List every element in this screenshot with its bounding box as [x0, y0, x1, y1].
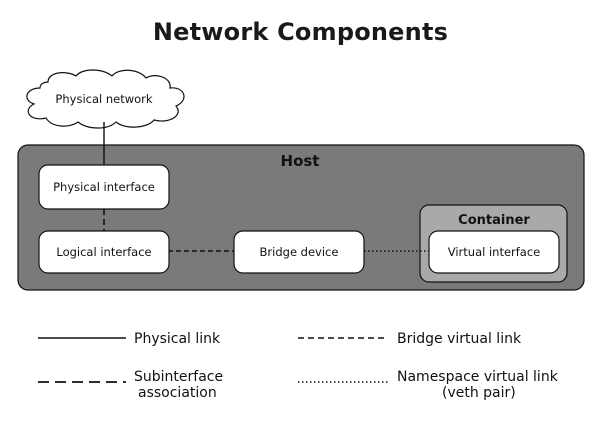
logical-interface-label: Logical interface — [56, 245, 151, 259]
physical-network-cloud: Physical network — [26, 69, 185, 129]
container-label: Container — [458, 213, 530, 228]
physical-interface-label: Physical interface — [53, 180, 155, 194]
cloud-shape — [26, 69, 185, 129]
legend-namespace-line-1: Namespace virtual link — [397, 369, 559, 385]
legend-subinterface-line-1: Subinterface — [134, 369, 223, 385]
host-label: Host — [281, 152, 320, 170]
legend-physical-link-label: Physical link — [134, 331, 221, 347]
virtual-interface-box — [428, 230, 560, 274]
bridge-device-box — [233, 230, 365, 274]
logical-interface-box — [38, 230, 170, 274]
physical-interface-box — [38, 164, 170, 210]
cloud-label: Physical network — [55, 92, 152, 106]
legend-subinterface-association: Subinterface association — [38, 369, 228, 401]
legend-namespace-virtual-link: Namespace virtual link (veth pair) — [298, 369, 562, 401]
legend-namespace-line-2: (veth pair) — [442, 385, 516, 401]
diagram-title: Network Components — [152, 18, 449, 46]
legend-subinterface-association-label: Subinterface association — [134, 369, 228, 401]
legend-bridge-virtual-link-label: Bridge virtual link — [397, 331, 522, 347]
legend-bridge-virtual-link: Bridge virtual link — [298, 331, 522, 347]
physical-interface-node: Physical interface — [38, 164, 170, 210]
legend: Physical link Bridge virtual link Subint… — [38, 331, 562, 401]
legend-subinterface-line-2: association — [138, 385, 217, 401]
legend-physical-link: Physical link — [38, 331, 221, 347]
virtual-interface-node: Virtual interface — [428, 230, 560, 274]
logical-interface-node: Logical interface — [38, 230, 170, 274]
legend-namespace-virtual-link-label: Namespace virtual link (veth pair) — [397, 369, 562, 401]
bridge-device-label: Bridge device — [260, 245, 339, 259]
virtual-interface-label: Virtual interface — [448, 245, 541, 259]
bridge-device-node: Bridge device — [233, 230, 365, 274]
